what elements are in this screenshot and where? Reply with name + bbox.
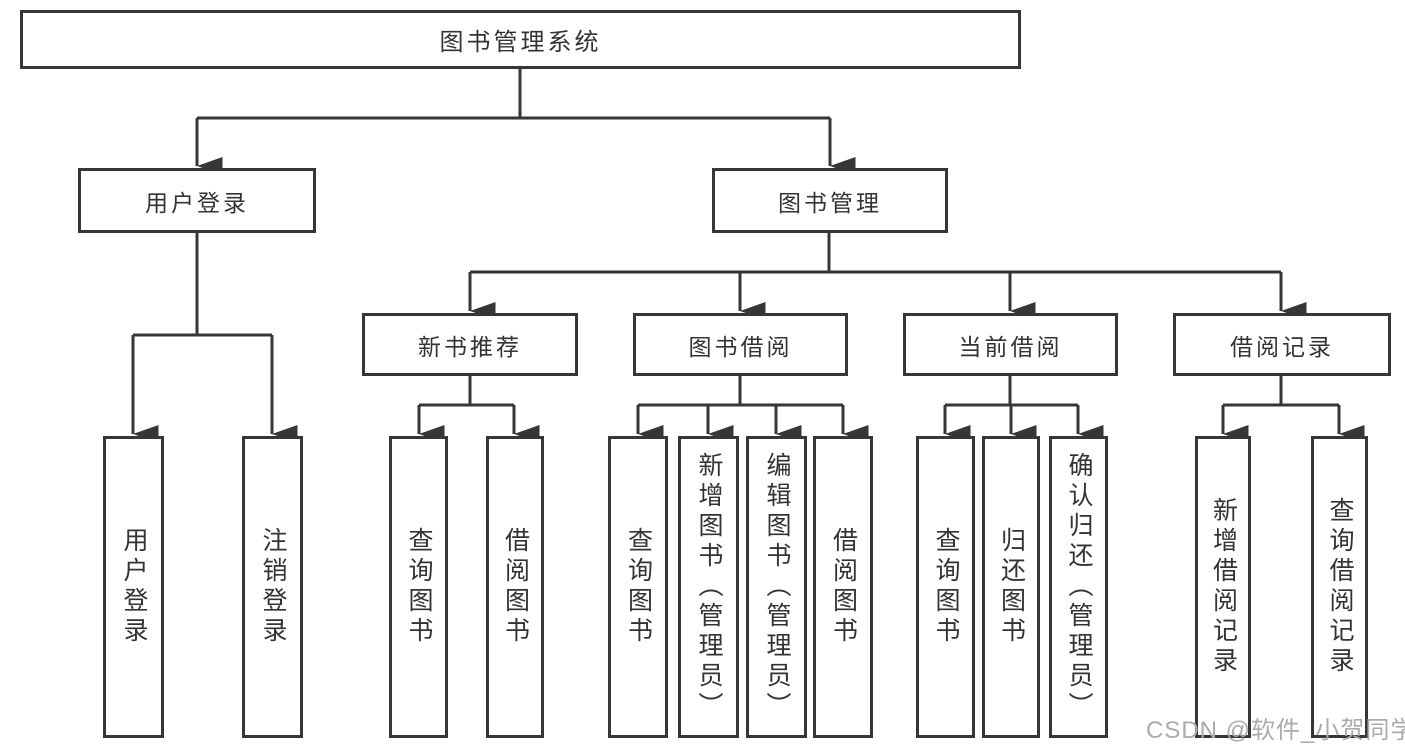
csdn-watermark: CSDN @软件_小贺同学 bbox=[1146, 717, 1405, 744]
node-library-management-system: 图书管理系统 bbox=[20, 10, 1021, 69]
leaf-nb-borrow-books: 借阅图书 bbox=[486, 436, 544, 738]
node-current-borrow: 当前借阅 bbox=[903, 313, 1118, 376]
node-borrow-records: 借阅记录 bbox=[1173, 313, 1391, 376]
leaf-logout-login: 注销登录 bbox=[242, 436, 303, 738]
leaf-nb-borrow-books-label: 借阅图书 bbox=[501, 527, 530, 647]
node-book-management: 图书管理 bbox=[712, 168, 948, 233]
leaf-cb-confirm-return-admin-label: 确认归还（管理员） bbox=[1065, 452, 1093, 722]
leaf-nb-query-books: 查询图书 bbox=[389, 436, 448, 738]
leaf-cb-return-books: 归还图书 bbox=[982, 436, 1040, 738]
leaf-bb-query-books: 查询图书 bbox=[608, 436, 668, 738]
node-user-login: 用户登录 bbox=[78, 168, 316, 233]
leaf-nb-query-books-label: 查询图书 bbox=[405, 527, 433, 647]
leaf-user-login: 用户登录 bbox=[103, 436, 164, 738]
node-new-book-recommend: 新书推荐 bbox=[362, 313, 578, 376]
leaf-bb-add-books-admin: 新增图书（管理员） bbox=[678, 436, 739, 738]
leaf-bb-query-books-label: 查询图书 bbox=[624, 527, 653, 647]
leaf-cb-query-books-label: 查询图书 bbox=[932, 527, 960, 647]
leaf-cb-confirm-return-admin: 确认归还（管理员） bbox=[1049, 436, 1108, 738]
leaf-br-add-record: 新增借阅记录 bbox=[1195, 436, 1251, 738]
leaf-br-add-record-label: 新增借阅记录 bbox=[1209, 497, 1238, 677]
leaf-cb-query-books: 查询图书 bbox=[916, 436, 975, 738]
leaf-bb-borrow-books: 借阅图书 bbox=[813, 436, 873, 738]
leaf-bb-add-books-admin-label: 新增图书（管理员） bbox=[695, 452, 723, 722]
leaf-user-login-label: 用户登录 bbox=[120, 527, 148, 647]
leaf-bb-borrow-books-label: 借阅图书 bbox=[829, 527, 858, 647]
leaf-cb-return-books-label: 归还图书 bbox=[997, 527, 1026, 647]
leaf-br-query-record-label: 查询借阅记录 bbox=[1326, 497, 1354, 677]
leaf-bb-edit-books-admin: 编辑图书（管理员） bbox=[746, 436, 807, 738]
node-book-borrow: 图书借阅 bbox=[633, 313, 848, 376]
leaf-bb-edit-books-admin-label: 编辑图书（管理员） bbox=[763, 452, 791, 722]
leaf-logout-login-label: 注销登录 bbox=[259, 527, 287, 647]
leaf-br-query-record: 查询借阅记录 bbox=[1311, 436, 1368, 738]
